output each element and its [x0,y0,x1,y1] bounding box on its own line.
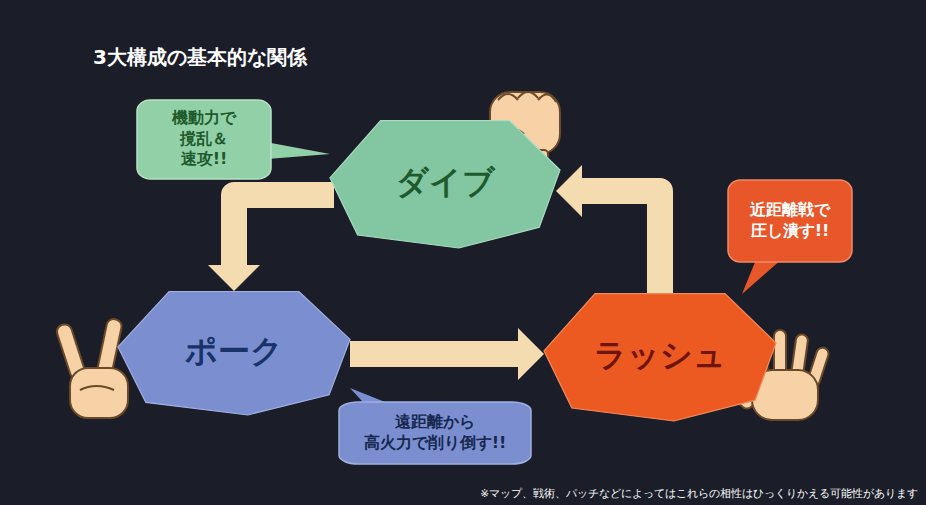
flow-arrow [350,341,518,367]
node-label: ポーク [185,331,283,373]
callout-text: 機動力で 撹乱＆速攻!! [172,108,236,170]
callout-bubble: 遠距離から 高火力で削り倒す!! [339,402,531,464]
callout-text: 近距離戦で 圧し潰す!! [750,200,830,242]
callout-bubble: 近距離戦で 圧し潰す!! [728,180,852,262]
composition-node: ラッシュ [544,291,776,421]
composition-node: ポーク [118,289,350,415]
composition-node: ダイブ [330,118,560,248]
node-label: ダイブ [396,162,495,204]
peace-hand [55,318,128,418]
callout-bubble: 機動力で 撹乱＆速攻!! [137,100,271,179]
footnote: ※マップ、戦術、パッチなどによってはこれらの相性はひっくりかえる可能性があります [480,487,918,501]
diagram-title: 3大構成の基本的な関係 [93,44,307,71]
callout-text: 遠距離から 高火力で削り倒す!! [364,412,507,454]
flow-arrow [234,195,334,265]
flow-arrow [582,191,660,293]
node-label: ラッシュ [594,335,726,377]
